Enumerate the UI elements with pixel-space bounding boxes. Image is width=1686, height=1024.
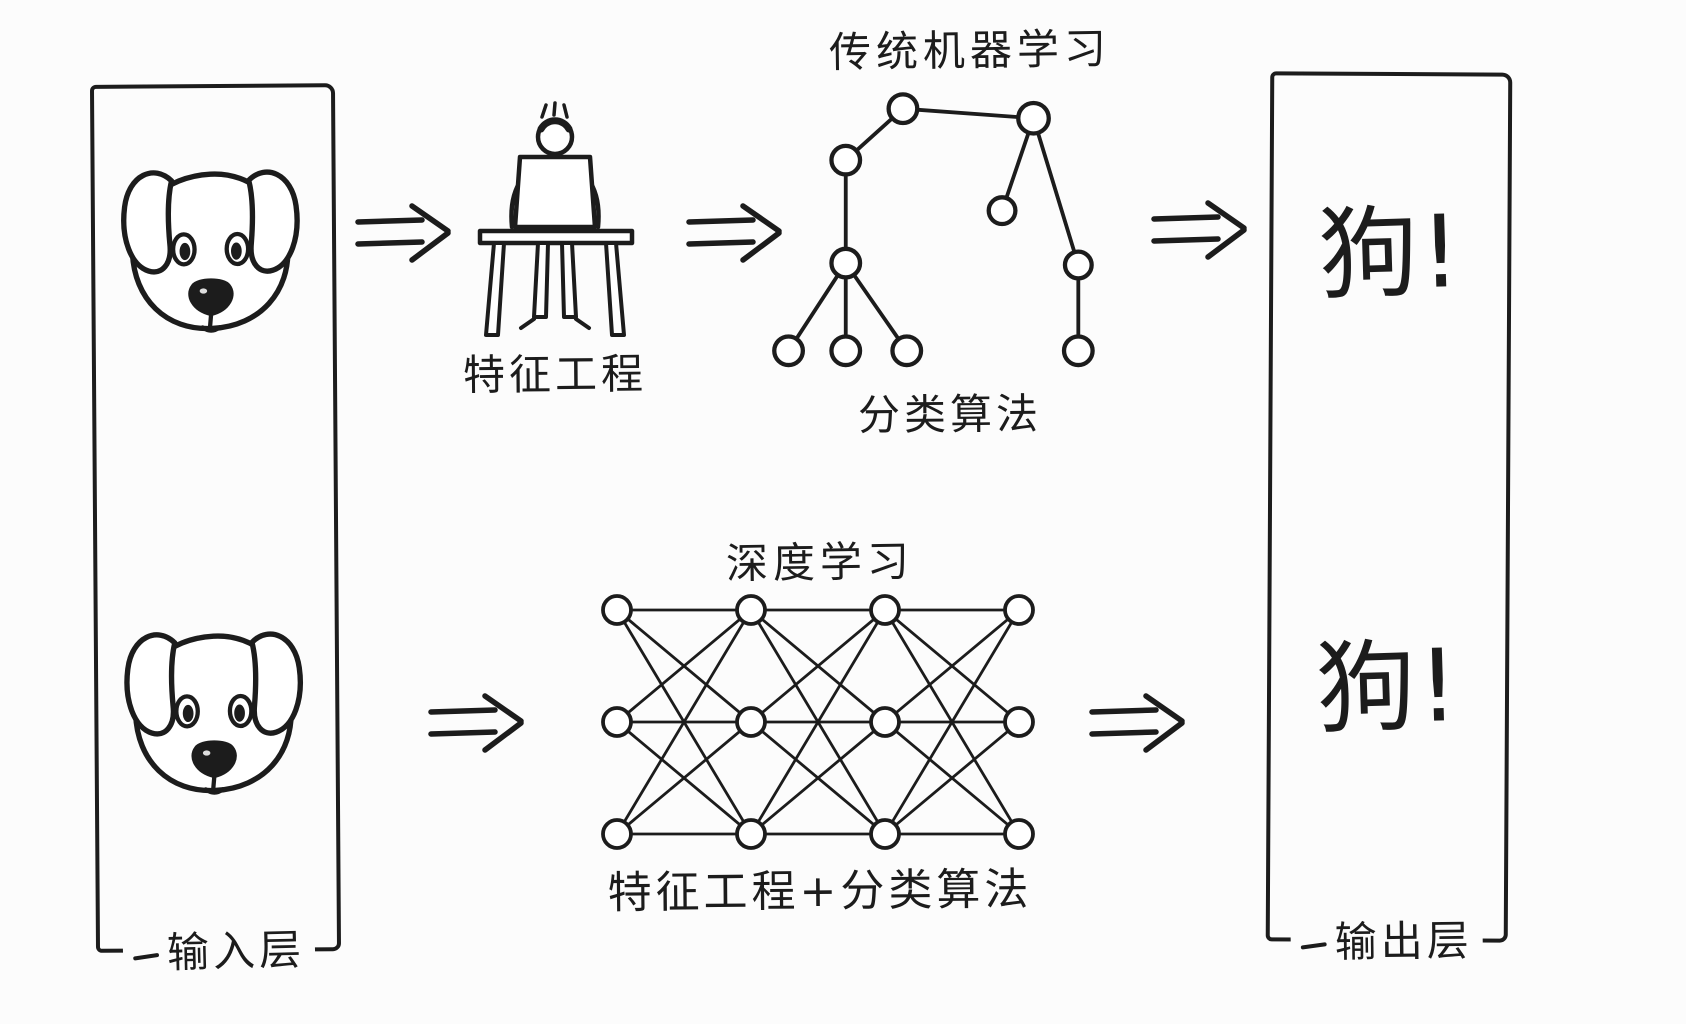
- double-arrow-icon: [1089, 693, 1185, 753]
- label-tick-line: [1300, 941, 1327, 949]
- input-layer-label-text: 输入层: [165, 924, 306, 978]
- output-result-top: 狗!: [1316, 192, 1465, 315]
- output-result-bottom: 狗!: [1314, 626, 1462, 749]
- deep-learning-title: 深度学习: [725, 536, 915, 589]
- output-panel: 狗! 狗! 输出层: [1265, 71, 1513, 966]
- neural-network-icon: [601, 594, 1035, 850]
- dog-face-icon: [121, 169, 300, 333]
- person-at-desk-icon: [477, 101, 635, 337]
- feature-engineering-label: 特征工程: [462, 349, 648, 400]
- output-layer-label: 输出层: [1290, 915, 1484, 967]
- decision-tree-icon: [772, 92, 1095, 368]
- dog-face-icon: [124, 631, 303, 795]
- label-tick-line: [132, 952, 159, 960]
- double-arrow-icon: [428, 693, 524, 753]
- double-arrow-icon: [1151, 200, 1247, 260]
- input-layer-label: 输入层: [121, 924, 316, 978]
- classification-algorithm-caption: 分类算法: [857, 389, 1043, 440]
- double-arrow-icon: [686, 203, 782, 263]
- output-layer-label-text: 输出层: [1334, 915, 1474, 967]
- traditional-ml-title: 传统机器学习: [828, 24, 1112, 77]
- double-arrow-icon: [355, 203, 451, 263]
- input-panel: 输入层: [89, 83, 342, 978]
- network-caption: 特征工程+分类算法: [607, 864, 1033, 919]
